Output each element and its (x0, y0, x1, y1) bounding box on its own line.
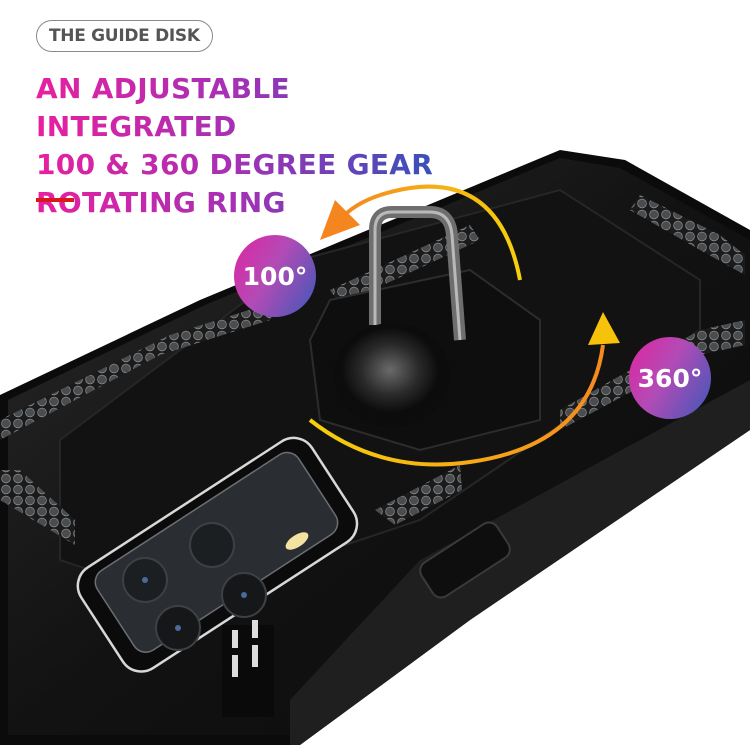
rotate-arrow-icon (308, 344, 605, 467)
headline-line-1: AN ADJUSTABLE INTEGRATED (36, 70, 486, 146)
tilt-arrowhead-icon (320, 200, 360, 240)
headline-line-3: ROTATING RING (36, 184, 486, 222)
rotate-arrowhead-icon (588, 312, 620, 345)
camera-module (76, 436, 359, 673)
guide-disk-tag: THE GUIDE DISK (36, 20, 213, 52)
rotate-degree-badge: 360° (629, 337, 711, 419)
tilt-degree-badge: 100° (234, 235, 316, 317)
rotating-ring-stand (308, 206, 541, 452)
accent-divider (36, 198, 74, 202)
tilt-arrow-icon (338, 184, 522, 281)
headline: AN ADJUSTABLE INTEGRATED 100 & 360 DEGRE… (36, 70, 486, 222)
rotation-arrows (308, 184, 620, 467)
headline-line-2: 100 & 360 DEGREE GEAR (36, 146, 486, 184)
corner-vent (222, 620, 274, 717)
